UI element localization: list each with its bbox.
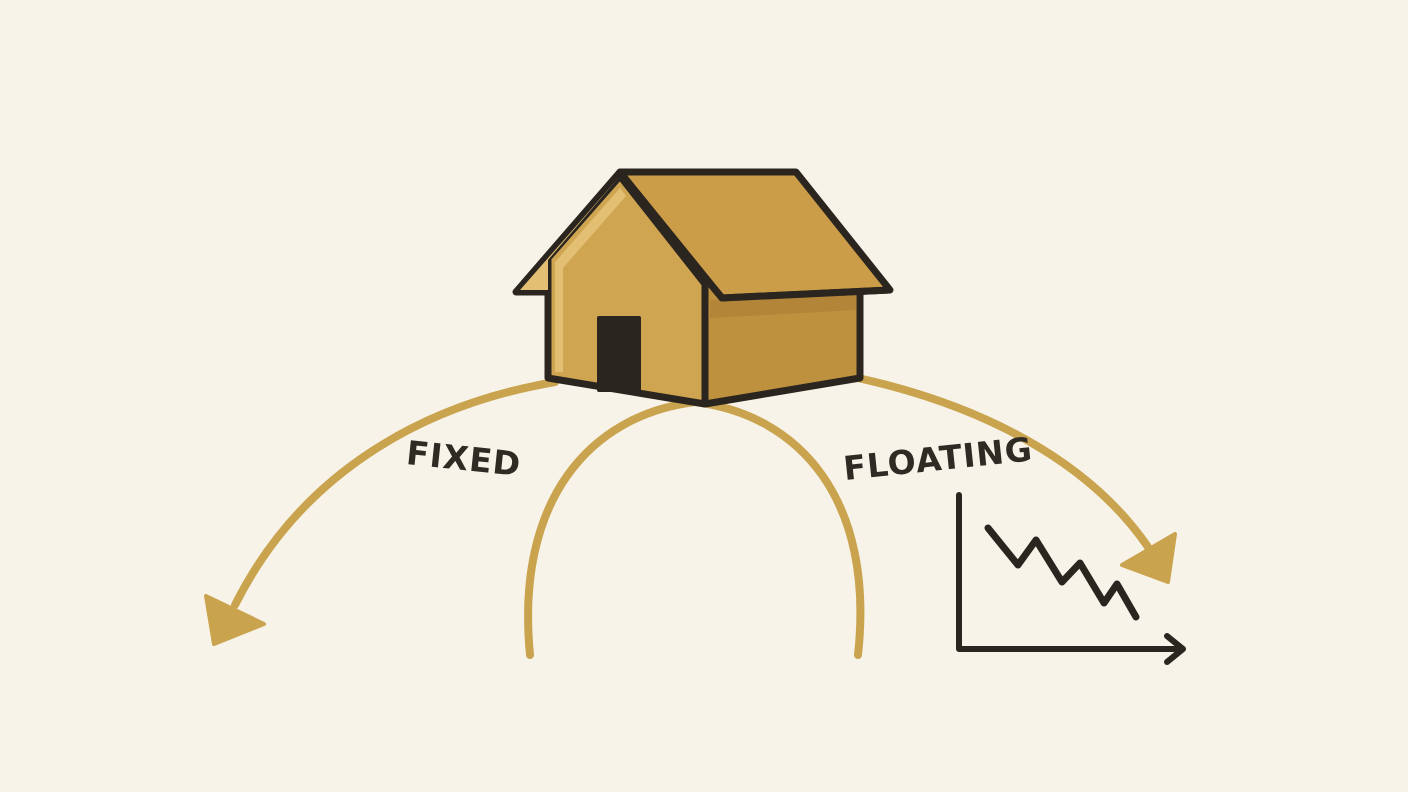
declining-line-chart-icon xyxy=(956,492,1186,665)
house-icon xyxy=(512,168,894,408)
chart-axes xyxy=(956,492,1185,652)
floating-label: FLOATING xyxy=(842,429,1035,488)
house-front-eave-fill xyxy=(520,176,620,290)
chart-declining-line xyxy=(984,524,1140,621)
fixed-arrow-head xyxy=(204,594,266,646)
floating-arrow-curve xyxy=(854,374,1154,554)
house-door xyxy=(597,316,641,392)
house-front-eave xyxy=(512,168,624,296)
fixed-arrow-curve xyxy=(231,378,559,609)
floating-arrow-head xyxy=(1120,532,1177,584)
house-front-highlight xyxy=(555,188,626,372)
house-roof-edge xyxy=(617,173,891,302)
middle-arch xyxy=(524,397,865,659)
fixed-label: FIXED xyxy=(404,433,523,484)
chart-axis-arrowhead xyxy=(1164,633,1186,665)
